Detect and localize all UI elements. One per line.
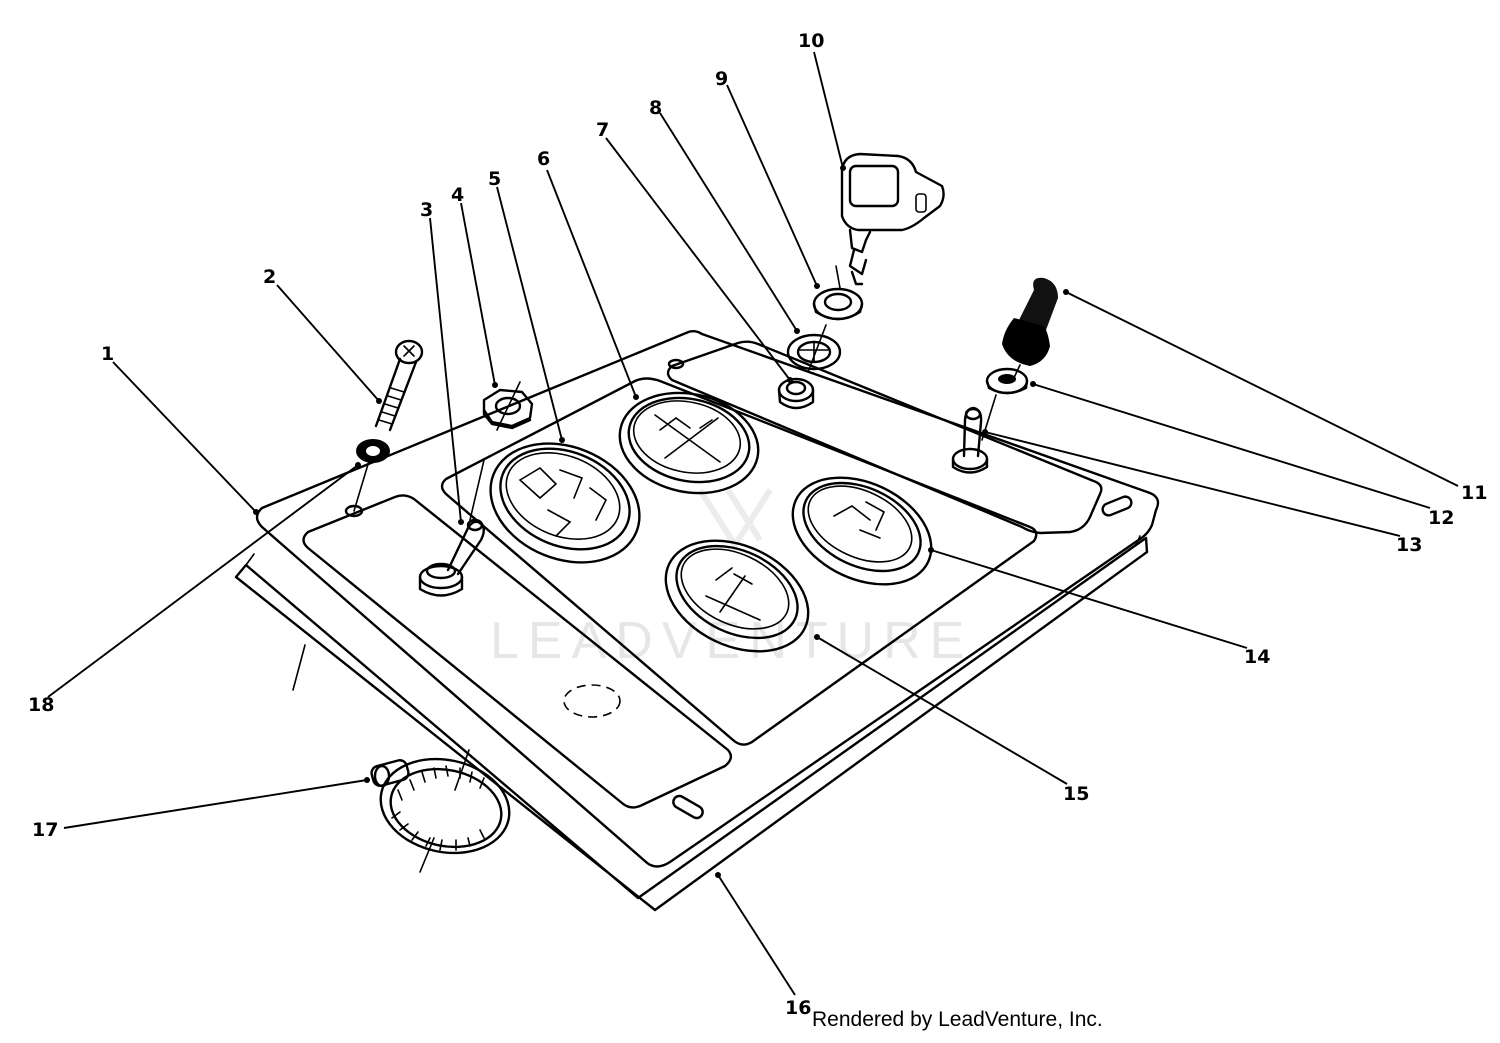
dash-panel	[255, 330, 1160, 868]
callout-5: 5	[488, 168, 501, 190]
gauge-6	[618, 391, 760, 495]
lock-washer	[356, 439, 390, 463]
key-switch-nut	[812, 287, 864, 321]
ignition-key	[840, 152, 945, 286]
callout-labels: 1 2 3 4 5 6 7 8 9 10 11 12 13 14 15 16 1…	[28, 30, 1487, 1019]
callout-4: 4	[451, 184, 464, 206]
callout-16: 16	[785, 997, 811, 1019]
watermark-text: LEADVENTURE	[490, 612, 973, 670]
callout-18: 18	[28, 694, 54, 716]
toggle-nut	[985, 367, 1029, 395]
gasket-plate	[234, 535, 1149, 912]
leader-lines	[47, 51, 1459, 996]
callout-17: 17	[32, 819, 58, 841]
callout-8: 8	[649, 97, 662, 119]
callout-2: 2	[263, 266, 276, 288]
callout-7: 7	[596, 119, 609, 141]
screw	[374, 339, 424, 432]
key-switch-washer	[786, 333, 842, 371]
toggle-boot	[1002, 277, 1058, 366]
callout-9: 9	[715, 68, 728, 90]
callout-1: 1	[101, 343, 114, 365]
gauge-14	[791, 476, 933, 586]
callout-12: 12	[1428, 507, 1454, 529]
gauge-5	[489, 442, 641, 564]
right-toggle-switch	[951, 406, 989, 474]
left-toggle-switch	[418, 518, 485, 597]
render-credit: Rendered by LeadVenture, Inc.	[812, 1008, 1103, 1031]
callout-11: 11	[1461, 482, 1487, 504]
gauge-15	[664, 539, 810, 653]
key-switch-body	[777, 377, 815, 410]
callout-3: 3	[420, 199, 433, 221]
leader-endpoints	[253, 165, 1069, 878]
callout-15: 15	[1063, 783, 1089, 805]
callout-13: 13	[1396, 534, 1422, 556]
callout-6: 6	[537, 148, 550, 170]
hose-clamp	[370, 757, 511, 855]
hex-nut	[482, 388, 534, 430]
callout-14: 14	[1244, 646, 1270, 668]
callout-10: 10	[798, 30, 824, 52]
